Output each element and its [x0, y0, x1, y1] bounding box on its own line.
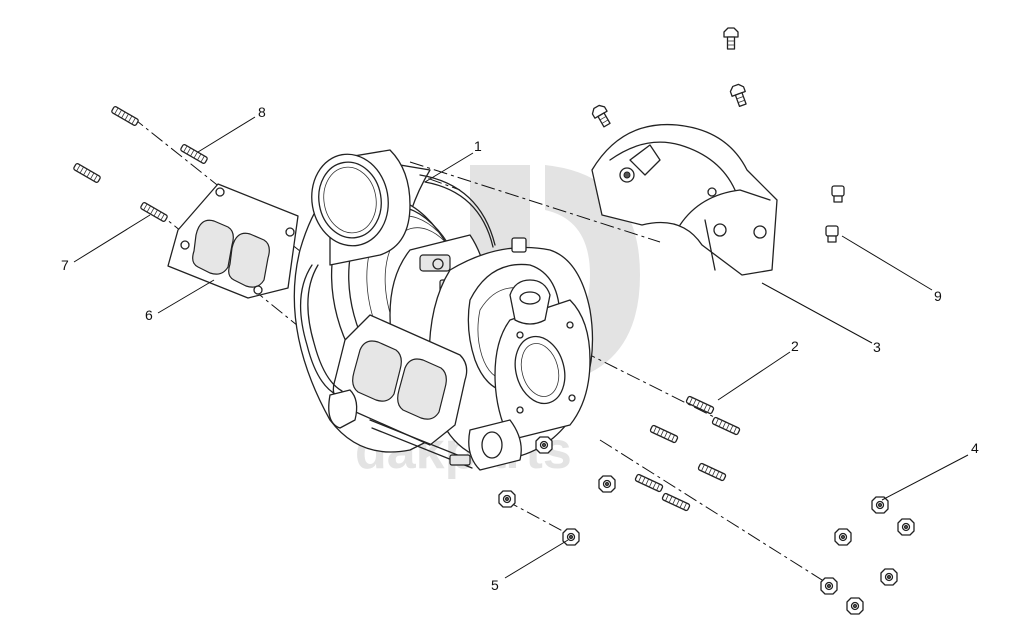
- callout-8: 8: [258, 104, 266, 120]
- heat-shield-bolts: [589, 27, 751, 130]
- callout-leaders: [73, 116, 969, 579]
- callout-6: 6: [145, 307, 153, 323]
- callout-9: 9: [934, 288, 942, 304]
- fittings-part-9: [825, 185, 845, 243]
- callout-5: 5: [491, 577, 499, 593]
- callout-2: 2: [791, 338, 799, 354]
- callout-labels: 1 2 3 4 5 6 7 8 9: [61, 104, 979, 593]
- callout-1: 1: [474, 138, 482, 154]
- callout-4: 4: [971, 440, 979, 456]
- callout-3: 3: [873, 339, 881, 355]
- gasket-part-6: [167, 183, 299, 299]
- callout-7: 7: [61, 257, 69, 273]
- studs-part-2: [634, 395, 741, 512]
- heat-shield-part-3: [591, 123, 778, 276]
- turbocharger: [293, 149, 594, 471]
